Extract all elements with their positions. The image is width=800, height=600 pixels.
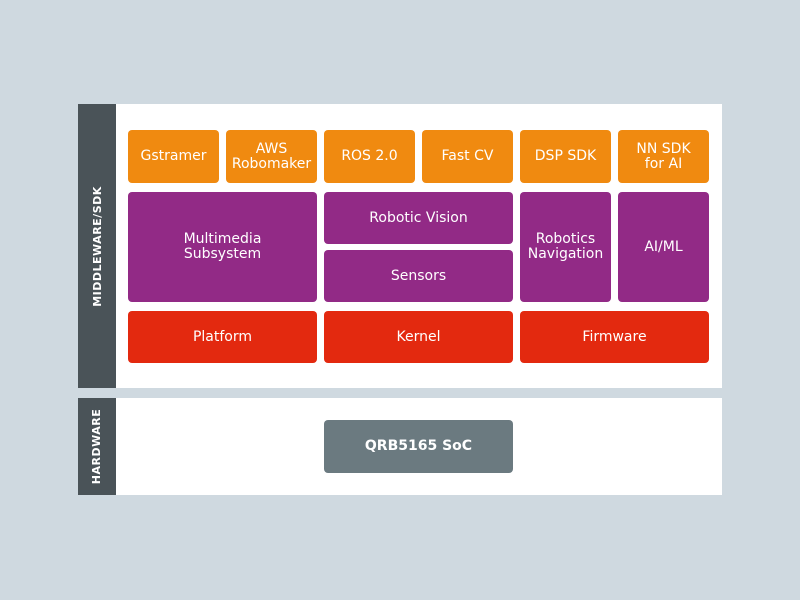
- ros-2-box: ROS 2.0: [324, 130, 415, 183]
- middleware-sdk-panel: MIDDLEWARE/SDK Gstramer AWS Robomaker RO…: [78, 104, 722, 388]
- sensors-box: Sensors: [324, 250, 513, 302]
- aws-robomaker-box: AWS Robomaker: [226, 130, 317, 183]
- gstreamer-box: Gstramer: [128, 130, 219, 183]
- nn-sdk-box: NN SDK for AI: [618, 130, 709, 183]
- hardware-panel: HARDWARE QRB5165 SoC: [78, 398, 722, 495]
- multimedia-subsystem-box: Multimedia Subsystem: [128, 192, 317, 302]
- robotic-vision-box: Robotic Vision: [324, 192, 513, 244]
- firmware-box: Firmware: [520, 311, 709, 363]
- hardware-label-text: HARDWARE: [90, 408, 104, 485]
- dsp-sdk-box: DSP SDK: [520, 130, 611, 183]
- kernel-box: Kernel: [324, 311, 513, 363]
- qrb5165-soc-box: QRB5165 SoC: [324, 420, 513, 473]
- hardware-label: HARDWARE: [78, 398, 116, 495]
- platform-box: Platform: [128, 311, 317, 363]
- fast-cv-box: Fast CV: [422, 130, 513, 183]
- middleware-sdk-label: MIDDLEWARE/SDK: [78, 104, 116, 388]
- ai-ml-box: AI/ML: [618, 192, 709, 302]
- robotics-navigation-box: Robotics Navigation: [520, 192, 611, 302]
- middleware-sdk-label-text: MIDDLEWARE/SDK: [90, 185, 104, 307]
